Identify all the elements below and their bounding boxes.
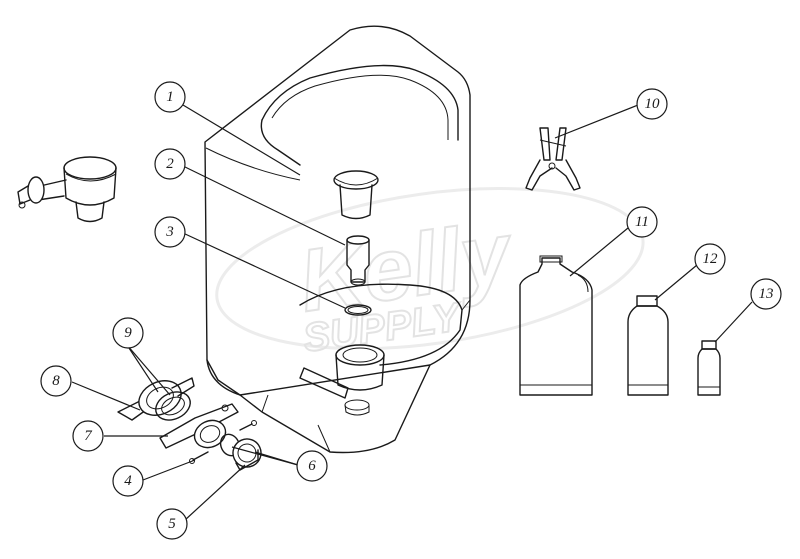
- callout-3: 3: [154, 216, 186, 248]
- callout-7: 7: [72, 420, 104, 452]
- svg-text:7: 7: [84, 428, 93, 444]
- callout-5: 5: [156, 508, 188, 540]
- callouts: 1 2 3 4 5 6 7 8: [40, 81, 782, 540]
- part-3-o-ring: [344, 304, 372, 316]
- part-4-screw: [189, 420, 257, 464]
- callout-12: 12: [694, 243, 726, 275]
- callout-10: 10: [636, 88, 668, 120]
- part-9-gaskets: [155, 391, 191, 421]
- callout-2: 2: [154, 148, 186, 180]
- watermark: Kelly SUPPLY: [215, 187, 645, 362]
- part-5-nut: [232, 438, 262, 471]
- svg-text:10: 10: [645, 96, 661, 112]
- svg-text:6: 6: [308, 458, 316, 474]
- svg-text:1: 1: [166, 89, 174, 105]
- svg-text:8: 8: [52, 373, 60, 389]
- part-1-push-button: [333, 170, 379, 220]
- part-12-bottle: [627, 295, 669, 396]
- svg-text:2: 2: [166, 156, 174, 172]
- callout-6: 6: [296, 450, 328, 482]
- part-8-flange: [117, 377, 195, 421]
- callout-9: 9: [112, 317, 144, 349]
- callout-4: 4: [112, 465, 144, 497]
- svg-text:3: 3: [165, 224, 174, 240]
- svg-text:12: 12: [703, 251, 719, 267]
- callout-13: 13: [750, 278, 782, 310]
- part-10-tool: [525, 127, 581, 191]
- svg-text:4: 4: [124, 473, 132, 489]
- svg-text:11: 11: [635, 214, 649, 230]
- callout-1: 1: [154, 81, 186, 113]
- svg-text:13: 13: [759, 286, 774, 302]
- drain-assembly: [299, 344, 385, 416]
- callout-8: 8: [40, 365, 72, 397]
- leader-lines: [71, 104, 753, 521]
- part-2-bubbler: [346, 235, 370, 286]
- fountain-bowl: [204, 25, 471, 454]
- svg-text:5: 5: [168, 516, 176, 532]
- part-7-flange: [159, 403, 239, 449]
- part-11-gallon-jug: [519, 255, 593, 396]
- valve-assembly: [17, 156, 117, 223]
- svg-text:9: 9: [124, 325, 132, 341]
- callout-11: 11: [626, 206, 658, 238]
- part-13-small-bottle: [697, 340, 721, 396]
